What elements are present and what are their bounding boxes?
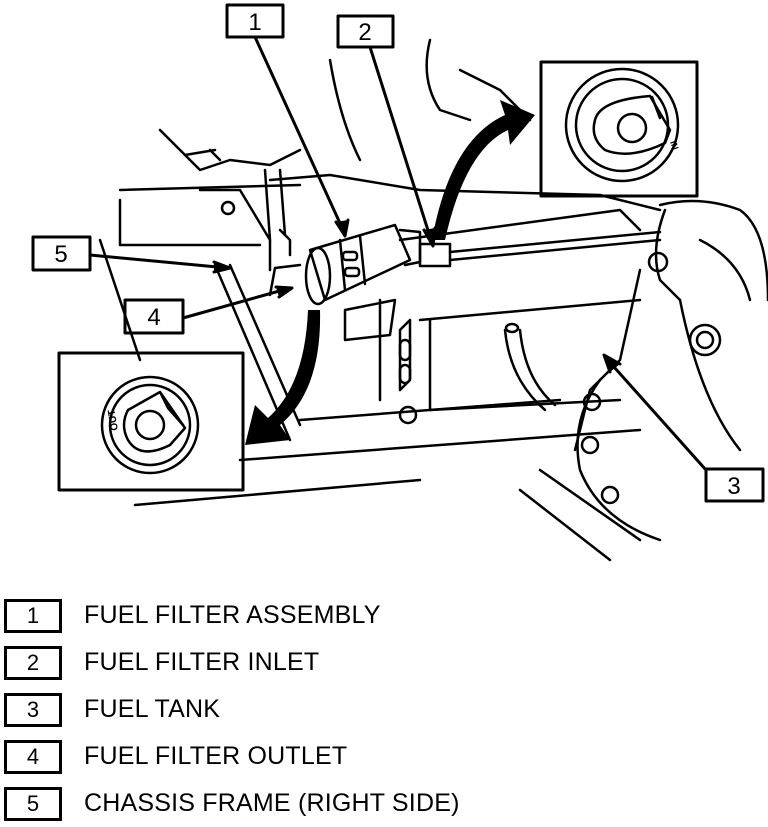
svg-text:3: 3 <box>727 473 740 500</box>
outlet-inset: OUT <box>57 351 245 492</box>
callout-1: 1 <box>225 3 285 39</box>
legend-item: 2 FUEL FILTER INLET <box>4 639 460 686</box>
legend-number: 5 <box>4 786 62 821</box>
legend-number: 3 <box>4 692 62 727</box>
svg-text:5: 5 <box>54 241 67 268</box>
callout-2: 2 <box>336 14 395 49</box>
legend-label: CHASSIS FRAME (RIGHT SIDE) <box>84 789 460 817</box>
fuel-filter-diagram: IN OUT 1 2 3 4 5 <box>31 3 768 562</box>
legend-item: 3 FUEL TANK <box>4 686 460 733</box>
legend-number: 2 <box>4 645 62 680</box>
callout-5: 5 <box>31 235 92 272</box>
legend-label: FUEL FILTER OUTLET <box>84 742 348 770</box>
outlet-marking: OUT <box>106 409 120 432</box>
inlet-arrow <box>432 100 535 240</box>
svg-text:4: 4 <box>147 304 160 331</box>
chassis-frame-drawing <box>98 38 662 562</box>
fuel-tank-drawing <box>573 199 768 542</box>
inlet-inset: IN <box>539 60 699 198</box>
leader-lines <box>88 35 708 472</box>
legend-item: 5 CHASSIS FRAME (RIGHT SIDE) <box>4 780 460 827</box>
svg-text:2: 2 <box>358 19 371 46</box>
legend-label: FUEL FILTER ASSEMBLY <box>84 601 381 629</box>
legend: 1 FUEL FILTER ASSEMBLY 2 FUEL FILTER INL… <box>4 592 460 827</box>
legend-label: FUEL TANK <box>84 695 221 723</box>
flow-arrows <box>245 100 535 445</box>
callout-4: 4 <box>123 298 185 335</box>
svg-text:1: 1 <box>248 9 261 36</box>
callout-3: 3 <box>704 467 765 503</box>
legend-number: 4 <box>4 739 62 774</box>
outlet-arrow <box>245 310 321 445</box>
inlet-marking: IN <box>668 139 680 151</box>
legend-label: FUEL FILTER INLET <box>84 648 320 676</box>
legend-item: 1 FUEL FILTER ASSEMBLY <box>4 592 460 639</box>
legend-item: 4 FUEL FILTER OUTLET <box>4 733 460 780</box>
fuel-filter-drawing <box>263 168 662 342</box>
legend-number: 1 <box>4 598 62 633</box>
